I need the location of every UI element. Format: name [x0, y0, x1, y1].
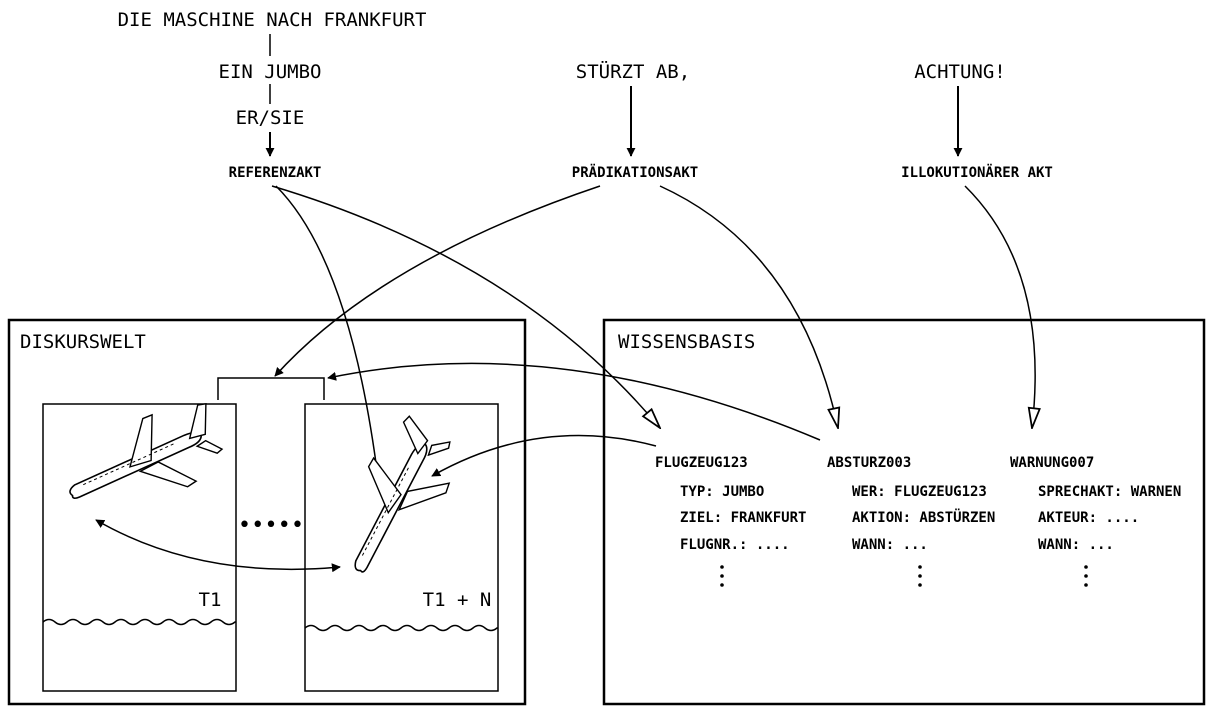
vertical-ellipsis: [1084, 565, 1088, 587]
frame-1-label: T1: [199, 589, 222, 611]
exclamation-label: ACHTUNG!: [914, 61, 1006, 83]
entry-field: ZIEL: FRANKFURT: [680, 510, 806, 526]
entry-name: WARNUNG007: [1010, 455, 1094, 471]
arrow-illocution-to-warnung: [965, 186, 1035, 428]
noun-phrase-full: DIE MASCHINE NACH FRANKFURT: [118, 9, 427, 31]
entry-field: FLUGNR.: ....: [680, 537, 790, 553]
ellipsis-dots: •••••: [238, 513, 304, 538]
arrow-flugzeug-to-plane: [432, 436, 656, 476]
discourse-world-title: DISKURSWELT: [20, 331, 146, 353]
pronoun-label: ER/SIE: [236, 107, 305, 129]
entry-field: WANN: ...: [1038, 537, 1114, 553]
arrow-absturz-to-bracket: [328, 363, 820, 440]
predicate-label: STÜRZT AB,: [576, 60, 690, 83]
entry-name: FLUGZEUG123: [655, 455, 748, 471]
vertical-ellipsis: [720, 565, 724, 587]
time-frame-t1-plus-n: [305, 404, 498, 691]
airplane-icon: [321, 411, 470, 589]
knowledge-base-title: WISSENSBASIS: [618, 331, 755, 353]
arrow-reference-to-flugzeug: [272, 186, 660, 428]
reference-act-label: REFERENZAKT: [229, 165, 322, 181]
wave-line: [305, 626, 498, 631]
arrow-reference-to-plane-t1n: [276, 186, 378, 478]
entry-field: WER: FLUGZEUG123: [852, 484, 987, 500]
vertical-ellipsis: [918, 565, 922, 587]
illocutionary-act-label: ILLOKUTIONÄRER AKT: [901, 164, 1053, 181]
frames-bracket: [218, 378, 324, 400]
entry-field: WANN: ...: [852, 537, 928, 553]
arrow-predication-to-discourse: [275, 186, 600, 376]
entry-field: AKTION: ABSTÜRZEN: [852, 508, 995, 526]
predication-act-label: PRÄDIKATIONSAKT: [572, 164, 698, 181]
noun-phrase-short: EIN JUMBO: [219, 61, 322, 83]
arrow-predication-to-absturz: [660, 186, 838, 428]
entry-field: SPRECHAKT: WARNEN: [1038, 484, 1181, 500]
entry-field: TYP: JUMBO: [680, 484, 764, 500]
entry-field: AKTEUR: ....: [1038, 510, 1139, 526]
entry-name: ABSTURZ003: [827, 455, 911, 471]
frame-2-label: T1 + N: [423, 589, 492, 611]
airplane-icon: [55, 395, 233, 529]
wave-line: [43, 620, 236, 625]
